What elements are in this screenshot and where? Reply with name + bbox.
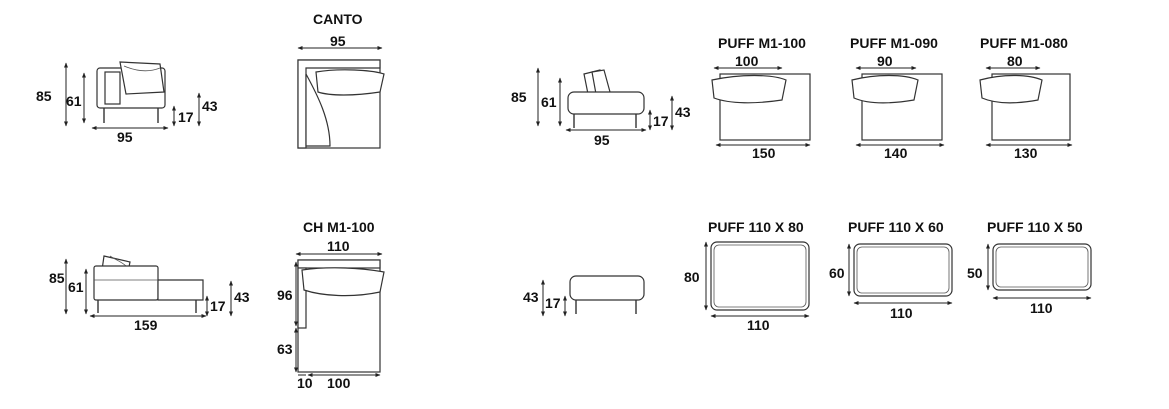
canto-height-seat: 43: [202, 98, 218, 114]
puff-m1-080: PUFF M1-080 80 130: [979, 35, 1073, 161]
puff-m1-080-title: PUFF M1-080: [980, 35, 1068, 51]
puff-110x50-depth: 50: [967, 265, 983, 281]
canto-height-base: 17: [178, 109, 194, 125]
puff-height-base: 17: [653, 113, 669, 129]
puff-m1-080-width: 130: [1014, 145, 1038, 161]
ch-arm-width: 10: [297, 375, 313, 391]
puff-110x60-title: PUFF 110 X 60: [848, 219, 944, 235]
puff-110x50-width: 110: [1030, 300, 1053, 316]
puff-110x80-title: PUFF 110 X 80: [708, 219, 804, 235]
ch-top-width: 110: [327, 238, 350, 254]
ch-seat-width: 100: [327, 375, 351, 391]
puff-height-total: 85: [511, 89, 527, 105]
puff-m1-100: PUFF M1-100 100 150: [711, 35, 811, 161]
ch-top-view: CH M1-100 110 96 63 10 100: [277, 219, 385, 391]
ottoman-side-view: 43 17: [523, 275, 645, 317]
canto-side-view: 85 61 95 17 43: [36, 61, 218, 145]
ch-height-back: 61: [68, 279, 84, 295]
puff-m1-090: PUFF M1-090 90 140: [850, 35, 945, 161]
ch-side-view: 85 61 159 17 43: [49, 255, 250, 333]
puff-110x50: PUFF 110 X 50 50 110: [967, 219, 1092, 316]
ottoman-height-base: 17: [545, 295, 561, 311]
canto-top-view: CANTO 95: [297, 11, 385, 149]
canto-height-total: 85: [36, 88, 52, 104]
ch-height-seat: 43: [234, 289, 250, 305]
ch-height-total: 85: [49, 270, 65, 286]
puff-110x60-depth: 60: [829, 265, 845, 281]
canto-title: CANTO: [313, 11, 363, 27]
ch-title: CH M1-100: [303, 219, 375, 235]
ch-side-width: 159: [134, 317, 158, 333]
puff-m1-100-title: PUFF M1-100: [718, 35, 806, 51]
canto-side-width: 95: [117, 129, 133, 145]
puff-110x60-width: 110: [890, 305, 913, 321]
puff-side-width: 95: [594, 132, 610, 148]
puff-height-back: 61: [541, 94, 557, 110]
puff-m1-090-title: PUFF M1-090: [850, 35, 938, 51]
ottoman-height-seat: 43: [523, 289, 539, 305]
puff-110x80-depth: 80: [684, 269, 700, 285]
ch-height-base: 17: [210, 298, 226, 314]
ch-depth-front: 63: [277, 341, 293, 357]
puff-m1-080-seat: 80: [1007, 53, 1023, 69]
puff-110x80-width: 110: [747, 317, 770, 333]
canto-top-width: 95: [330, 33, 346, 49]
puff-m1-100-width: 150: [752, 145, 776, 161]
puff-110x50-title: PUFF 110 X 50: [987, 219, 1083, 235]
puff-height-seat: 43: [675, 104, 691, 120]
puff-side-view: 85 61 95 17 43: [511, 67, 691, 148]
puff-m1-100-seat: 100: [735, 53, 759, 69]
puff-110x60: PUFF 110 X 60 60 110: [829, 219, 953, 321]
canto-height-back: 61: [66, 93, 82, 109]
puff-m1-090-seat: 90: [877, 53, 893, 69]
puff-110x80: PUFF 110 X 80 80 110: [684, 219, 810, 333]
ch-depth-back: 96: [277, 287, 293, 303]
puff-m1-090-width: 140: [884, 145, 908, 161]
